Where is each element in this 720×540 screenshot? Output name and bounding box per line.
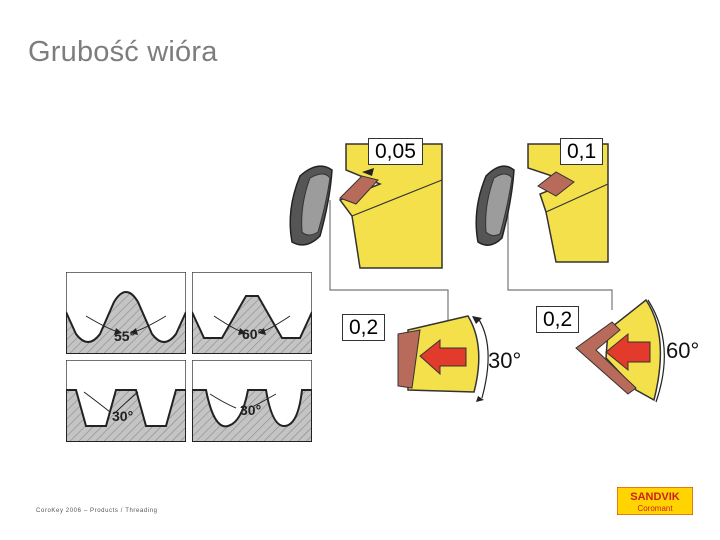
insert-lower-right (575, 298, 665, 403)
profile-tile-30b: 30° (192, 360, 312, 442)
profile-tile-60: 60° (192, 272, 312, 354)
insert-upper-right (527, 143, 609, 263)
connector-line-right (507, 200, 613, 310)
cutting-force-arrow-left (419, 338, 467, 376)
profile-angle-30a: 30° (112, 408, 134, 424)
sandvik-coromant-logo: SANDVIK Coromant (616, 486, 694, 516)
insert-lower-left (397, 315, 489, 402)
slide-title: Grubość wióra (28, 36, 218, 68)
flank-angle-label-60: 60° (666, 338, 700, 363)
profile-tile-30a: 30° (66, 360, 186, 442)
profile-angle-60: 60° (242, 326, 264, 342)
connector-line-left (329, 200, 449, 320)
flank-angle-label-30: 30° (488, 348, 522, 373)
svg-text:SANDVIK: SANDVIK (630, 491, 680, 503)
svg-text:Coromant: Coromant (637, 504, 673, 513)
chip-thickness-label-top-left: 0,05 (368, 138, 423, 165)
profile-angle-30b: 30° (240, 402, 262, 418)
workpiece-right (475, 165, 515, 246)
cutting-force-arrow-right (605, 332, 651, 372)
insert-upper-left (338, 143, 443, 269)
chip-thickness-label-top-right: 0,1 (560, 138, 604, 165)
profile-angle-55: 55° (114, 328, 136, 344)
footer-text: CoroKey 2006 – Products / Threading (36, 508, 158, 514)
chip-thickness-label-bottom-right: 0,2 (536, 306, 580, 333)
chip-thickness-label-bottom-left: 0,2 (342, 314, 386, 341)
workpiece-left (289, 165, 333, 246)
profile-tile-55: 55° (66, 272, 186, 354)
